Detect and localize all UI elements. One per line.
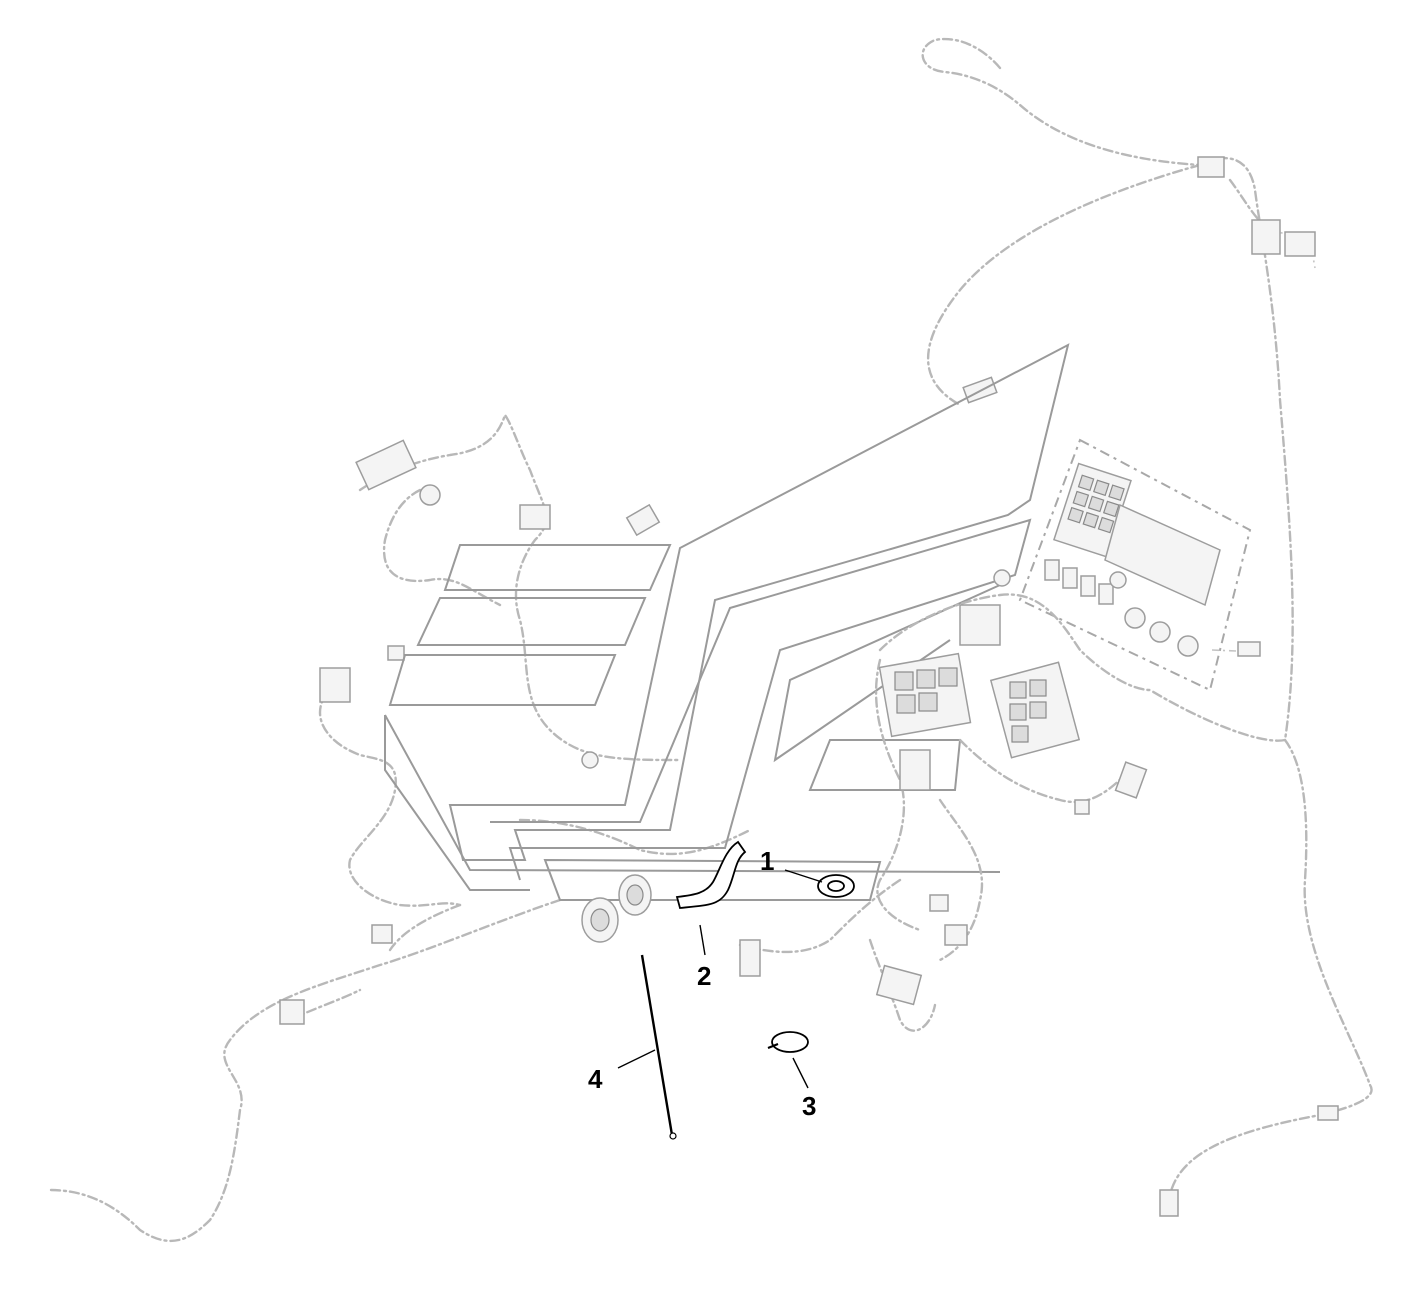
left-harness	[48, 413, 752, 1243]
part-3-cable-tie	[767, 1031, 809, 1053]
part-2-hose	[675, 840, 747, 909]
callout-labels: 1 2 3 4	[588, 846, 816, 1121]
callout-3: 3	[802, 1091, 816, 1121]
part-4-rod	[640, 954, 677, 1140]
mounting-plates	[384, 343, 1070, 901]
callout-2: 2	[697, 961, 711, 991]
part-1-grommet	[817, 874, 855, 898]
lower-connectors	[581, 874, 652, 943]
upper-connectors	[962, 156, 1339, 1217]
relay-cluster	[738, 569, 1152, 1032]
callout-4: 4	[588, 1064, 603, 1094]
left-connectors	[279, 439, 661, 1025]
callout-1: 1	[760, 846, 774, 876]
leader-lines	[617, 869, 823, 1089]
control-panel	[1018, 438, 1252, 692]
